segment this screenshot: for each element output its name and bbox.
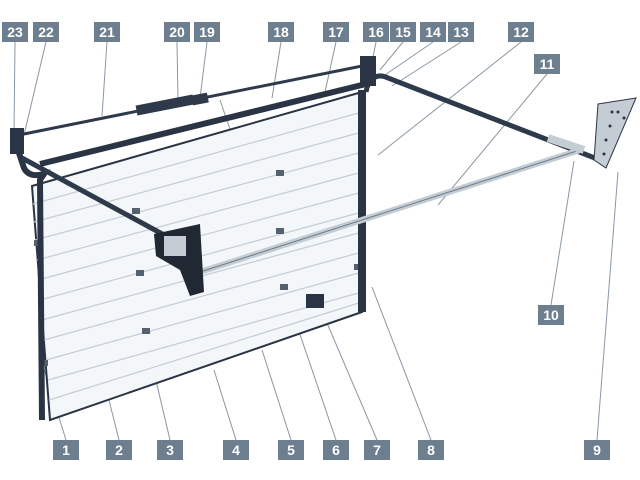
callout-1: 1	[53, 440, 79, 460]
callout-3: 3	[157, 440, 183, 460]
callout-22: 22	[33, 22, 59, 42]
callout-5: 5	[278, 440, 304, 460]
callout-19: 19	[194, 22, 220, 42]
corner-bracket-right	[360, 56, 376, 86]
callout-15: 15	[390, 22, 416, 42]
callout-20: 20	[164, 22, 190, 42]
spring-cone	[191, 92, 209, 106]
door-handle	[306, 294, 324, 308]
callout-18: 18	[268, 22, 294, 42]
left-track	[20, 155, 168, 239]
callout-17: 17	[323, 22, 349, 42]
callout-6: 6	[323, 440, 349, 460]
callout-9: 9	[584, 440, 610, 460]
torsion-spring	[135, 94, 195, 116]
left-rail	[15, 149, 51, 421]
callout-16: 16	[363, 22, 389, 42]
corner-bracket-left	[10, 128, 24, 154]
callout-13: 13	[448, 22, 474, 42]
rear-hanger	[593, 97, 637, 169]
callout-7: 7	[364, 440, 390, 460]
callout-11: 11	[534, 54, 560, 74]
callout-10: 10	[538, 305, 564, 325]
callout-4: 4	[223, 440, 249, 460]
rear-bar	[546, 134, 586, 154]
top-beam	[39, 81, 367, 167]
callout-8: 8	[418, 440, 444, 460]
callout-2: 2	[106, 440, 132, 460]
callout-14: 14	[420, 22, 446, 42]
callout-21: 21	[94, 22, 120, 42]
callout-23: 23	[2, 22, 28, 42]
callout-12: 12	[508, 22, 534, 42]
